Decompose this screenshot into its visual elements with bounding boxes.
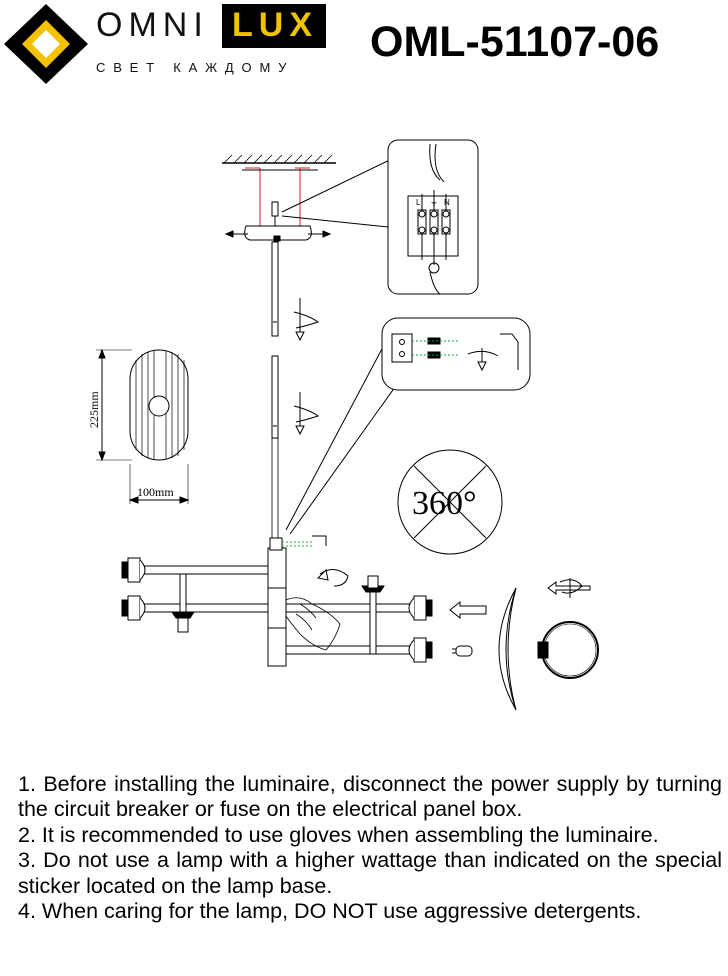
terminal-label-l: L — [416, 198, 421, 207]
brand-lux-box — [222, 4, 326, 48]
width-dimension-label: 100mm — [137, 485, 174, 499]
wiring-detail-callout: L ⏚ N — [281, 139, 479, 295]
mounting-ring — [537, 621, 599, 679]
rotate-arrow-icon — [547, 578, 591, 598]
g4-bulb-icon — [452, 645, 473, 657]
hand-icon — [285, 597, 341, 651]
glass-shade-dimensions: 225mm 100mm — [87, 348, 190, 504]
screw-detail-callout — [285, 317, 531, 535]
fixture-body — [140, 535, 414, 667]
brand-logo: OMNI LUX СВЕТ КАЖДОМУ — [0, 0, 340, 90]
insert-arrow-icon — [449, 600, 487, 620]
logo-diamond-icon — [4, 4, 88, 84]
instruction-item-3: 3. Do not use a lamp with a higher watta… — [18, 848, 722, 898]
lamp-sockets — [121, 557, 433, 663]
glass-shade-side — [498, 587, 517, 711]
suspension-rods — [271, 241, 320, 539]
height-dimension-label: 225mm — [87, 391, 101, 428]
instruction-item-1: 1. Before installing the luminaire, disc… — [18, 772, 722, 822]
rotate-arrow-icon — [293, 298, 320, 342]
rotation-360-icon: 360° — [397, 449, 503, 555]
ceiling-mount — [222, 154, 336, 242]
terminal-label-n: N — [444, 198, 450, 207]
terminal-label-ground: ⏚ — [430, 198, 438, 207]
assembly-diagram: L ⏚ N — [87, 139, 599, 711]
rotation-label: 360° — [412, 485, 477, 522]
safety-instructions: 1. Before installing the luminaire, disc… — [18, 772, 722, 924]
brand-name-lux: LUX — [232, 6, 318, 44]
instruction-item-4: 4. When caring for the lamp, DO NOT use … — [18, 899, 642, 924]
brand-name-omni: OMNI — [96, 6, 209, 44]
model-number: OML-51107-06 — [370, 18, 660, 66]
rotate-arrow-icon — [316, 568, 349, 587]
rotate-arrow-icon — [293, 392, 320, 436]
brand-tagline: СВЕТ КАЖДОМУ — [96, 60, 295, 75]
instruction-item-2: 2. It is recommended to use gloves when … — [18, 822, 659, 847]
